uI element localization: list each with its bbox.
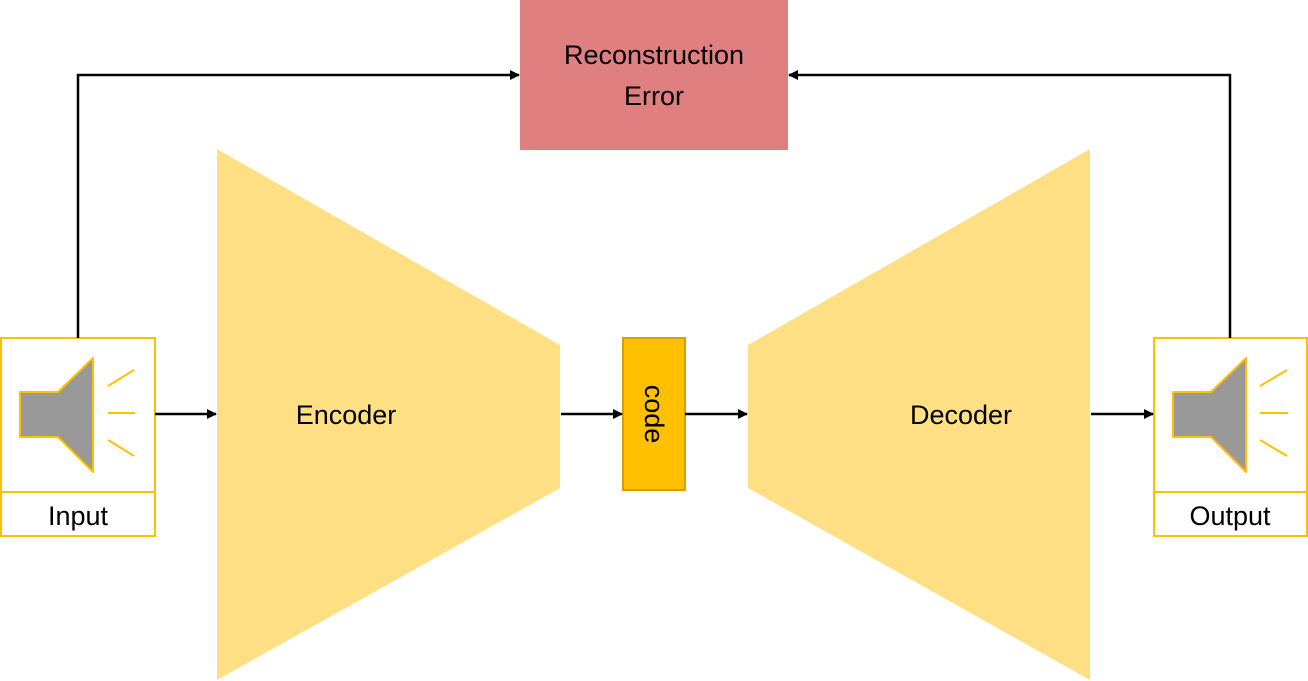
output-node: Output <box>1153 337 1308 537</box>
input-node: Input <box>0 337 156 537</box>
input-label: Input <box>48 501 109 531</box>
decoder-shape <box>748 149 1090 680</box>
reconstruction-error-box <box>520 0 788 150</box>
reconstruction-error-label-line1: Reconstruction <box>564 40 744 70</box>
output-label: Output <box>1189 501 1271 531</box>
speaker-icon <box>19 357 135 473</box>
arrow-output-to-reconstruction-error <box>788 70 1232 338</box>
reconstruction-error-node: Reconstruction Error <box>520 0 788 150</box>
code-node: code <box>622 337 686 491</box>
speaker-icon <box>1172 357 1288 473</box>
decoder-node: Decoder <box>748 149 1090 680</box>
code-label: code <box>639 385 669 444</box>
encoder-node: Encoder <box>217 149 560 680</box>
arrow-input-to-reconstruction-error <box>76 70 520 338</box>
encoder-shape <box>217 149 560 680</box>
arrows <box>76 70 1232 419</box>
reconstruction-error-label-line2: Error <box>624 81 684 111</box>
decoder-label: Decoder <box>910 400 1012 430</box>
encoder-label: Encoder <box>296 400 397 430</box>
